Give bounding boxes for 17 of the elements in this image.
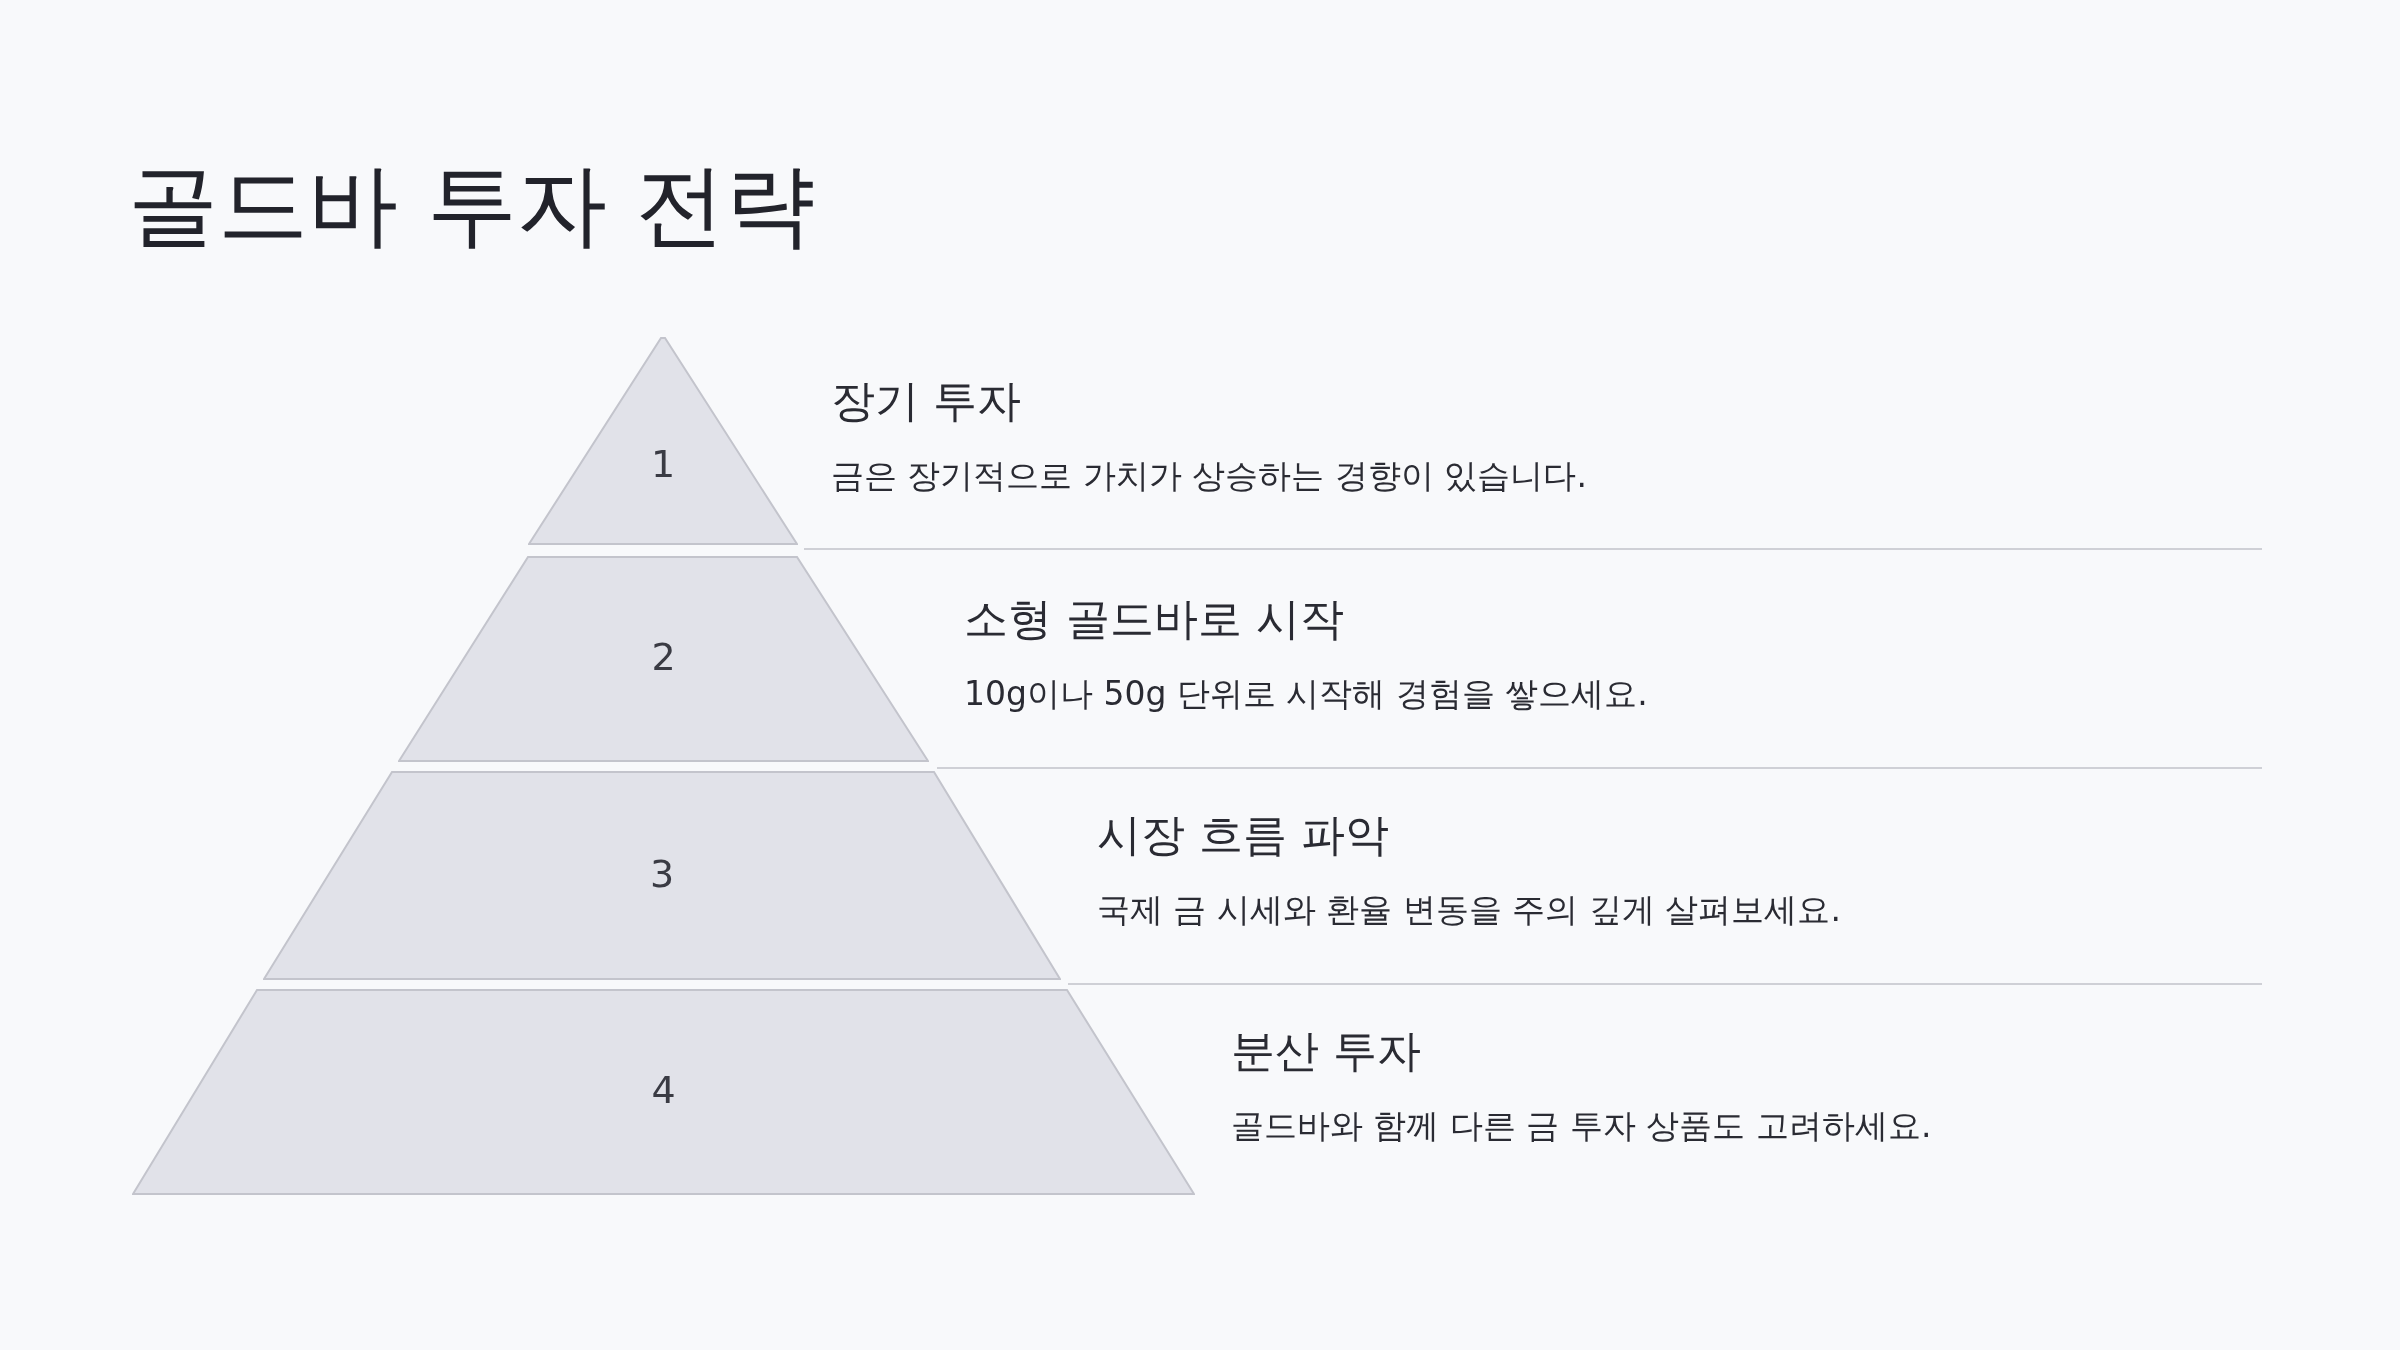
tier-number: 4 bbox=[650, 1068, 677, 1112]
page-title: 골드바 투자 전략 bbox=[128, 151, 816, 259]
step-heading: 소형 골드바로 시작 bbox=[964, 592, 1344, 646]
step-description: 국제 금 시세와 환율 변동을 주의 깊게 살펴보세요. bbox=[1097, 889, 1841, 931]
tier-number: 2 bbox=[650, 635, 677, 679]
pyramid-tier bbox=[132, 989, 1195, 1195]
step-heading: 분산 투자 bbox=[1231, 1024, 1421, 1078]
step-heading: 시장 흐름 파악 bbox=[1097, 808, 1389, 862]
tier-number: 1 bbox=[649, 441, 677, 486]
step-description: 10g이나 50g 단위로 시작해 경험을 쌓으세요. bbox=[964, 673, 1648, 715]
pyramid-tier bbox=[263, 771, 1061, 980]
pyramid-tier bbox=[398, 556, 929, 762]
step-description: 금은 장기적으로 가치가 상승하는 경향이 있습니다. bbox=[831, 455, 1587, 497]
pyramid-tier bbox=[528, 337, 798, 545]
tier-number: 3 bbox=[648, 851, 676, 896]
step-heading: 장기 투자 bbox=[831, 374, 1021, 428]
step-description: 골드바와 함께 다른 금 투자 상품도 고려하세요. bbox=[1231, 1105, 1932, 1147]
